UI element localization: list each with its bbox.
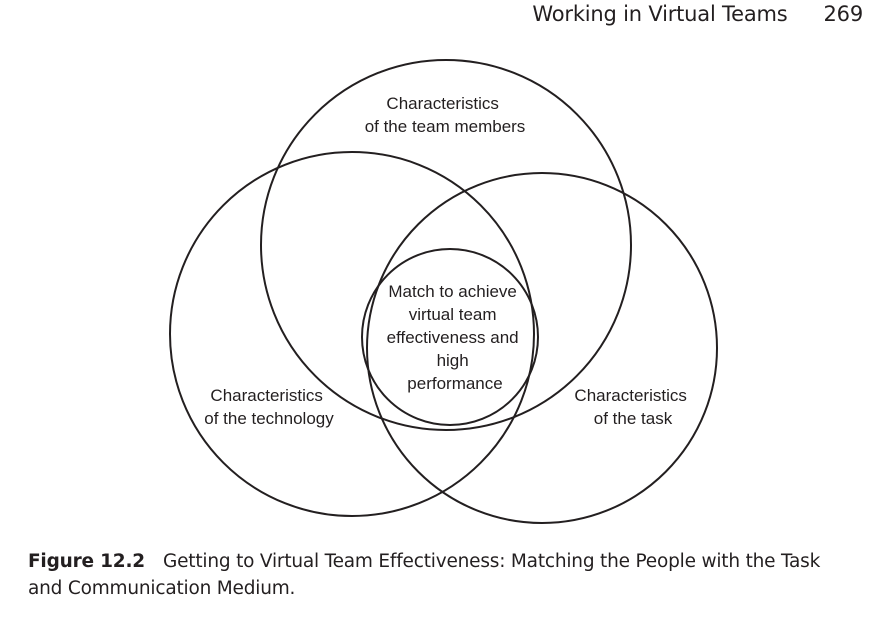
center-label-line: high xyxy=(437,351,469,370)
team-members-label-line: Characteristics xyxy=(386,94,498,113)
center-label-line: performance xyxy=(407,374,502,393)
center-circle xyxy=(361,248,539,426)
figure-caption-text: Getting to Virtual Team Effectiveness: M… xyxy=(28,551,821,599)
figure-label: Figure 12.2 xyxy=(28,551,145,572)
team-members-label-line: of the team members xyxy=(365,117,526,136)
running-head: Working in Virtual Teams 269 xyxy=(532,2,863,26)
technology-circle xyxy=(169,151,535,517)
task-circle xyxy=(366,172,718,524)
center-label-line: Match to achieve xyxy=(388,282,517,301)
center-label-line: virtual team xyxy=(409,305,497,324)
task-label-line: Characteristics xyxy=(574,386,686,405)
center-label-line: effectiveness and xyxy=(387,328,519,347)
page-number: 269 xyxy=(823,2,864,26)
venn-diagram: Characteristics of the team members Char… xyxy=(169,59,718,524)
technology-label-line: of the technology xyxy=(204,409,334,428)
task-label-line: of the task xyxy=(594,409,673,428)
technology-label-line: Characteristics xyxy=(210,386,322,405)
running-title: Working in Virtual Teams xyxy=(532,2,788,26)
center-label: Match to achieve virtual team effectiven… xyxy=(387,282,524,393)
team-members-circle xyxy=(260,59,632,431)
task-label: Characteristics of the task xyxy=(574,386,691,428)
team-members-label: Characteristics of the team members xyxy=(365,94,526,136)
technology-label: Characteristics of the technology xyxy=(204,386,334,428)
